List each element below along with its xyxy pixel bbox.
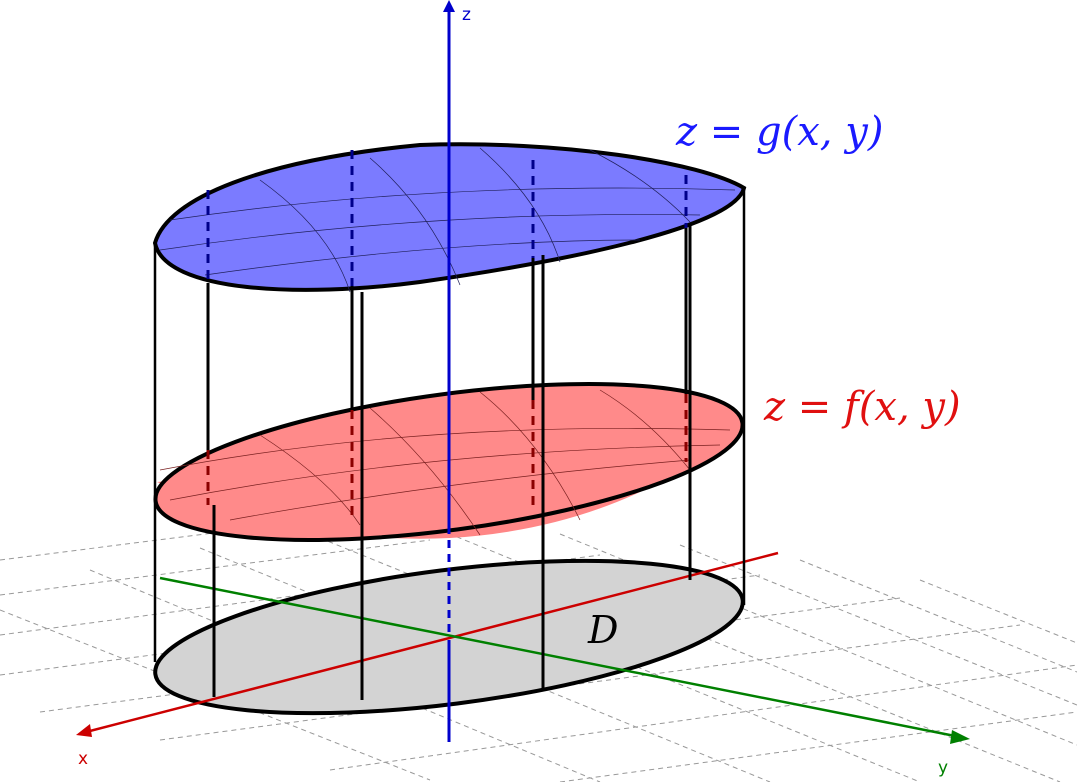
x-axis-arrow-icon (76, 724, 92, 737)
x-axis (76, 551, 779, 737)
region-d-label: D (587, 608, 618, 652)
g-surface-label: z = g(x, y) (675, 109, 883, 155)
z-axis-label: z (462, 5, 471, 25)
f-surface-label: z = f(x, y) (763, 384, 961, 430)
vertical-pillars (206, 225, 692, 700)
hidden-edges (206, 150, 688, 522)
z-axis-arrow-icon (443, 0, 455, 12)
x-axis-label: x (78, 749, 88, 769)
y-axis-arrow-icon (950, 730, 970, 744)
y-axis-label: y (938, 758, 948, 778)
z-axis (443, 0, 455, 742)
y-axis (159, 576, 970, 744)
cylinder-side-edges (153, 188, 746, 662)
